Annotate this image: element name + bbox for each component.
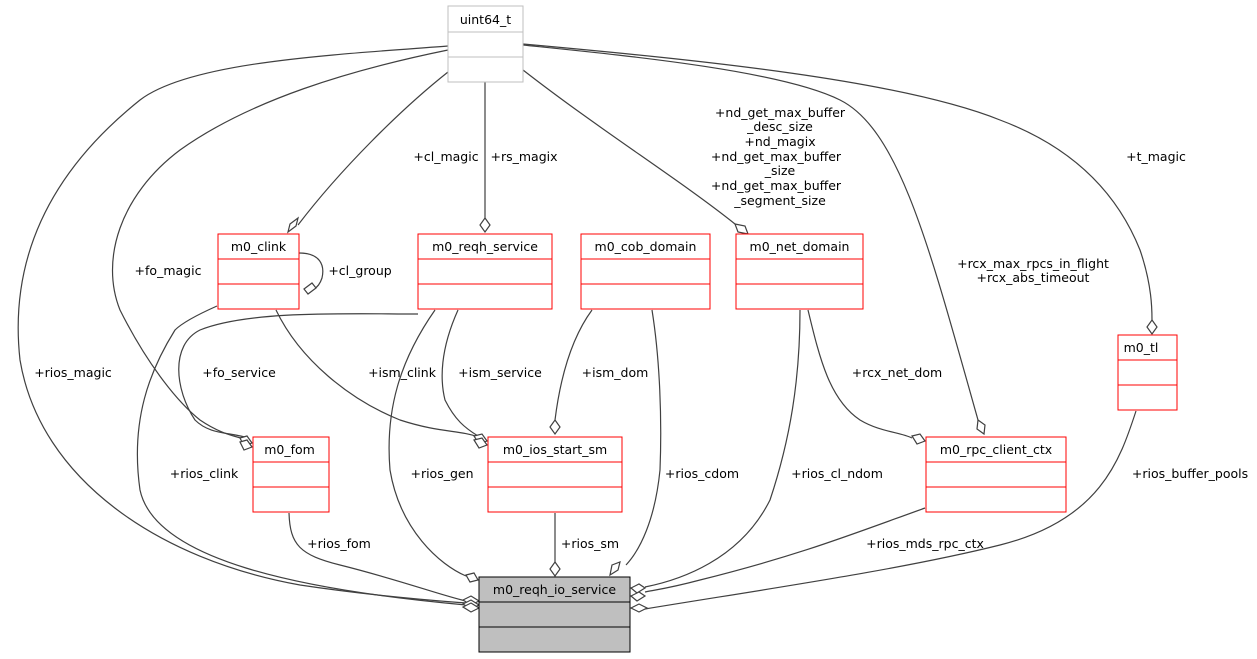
class-m0_clink[interactable]: m0_clink: [217, 233, 300, 310]
label-rios-clink: +rios_clink: [170, 466, 239, 481]
diamond-icon: [1146, 318, 1158, 336]
label-nd-line: _size: [764, 163, 796, 178]
diamond-icon: [911, 433, 926, 445]
class-name: uint64_t: [460, 12, 511, 27]
diamond-icon: [734, 223, 749, 235]
label-nd-line: _desc_size: [746, 119, 813, 134]
edge-rcx-net-dom: [807, 309, 913, 439]
edge-rios-buffer-pools: [644, 410, 1137, 610]
edge-rios-magic: [17, 45, 467, 604]
edges: [17, 43, 1153, 610]
class-name: m0_net_domain: [750, 239, 850, 254]
label-rios-cl-ndom: +rios_cl_ndom: [791, 466, 883, 481]
class-m0_tl[interactable]: m0_tl: [1117, 334, 1178, 411]
edge-rios-mds-rpc-ctx: [644, 507, 926, 593]
edge-ism-clink: [275, 309, 479, 438]
class-m0_cob_domain[interactable]: m0_cob_domain: [580, 233, 711, 310]
edge-fo-service: [178, 313, 419, 439]
diamond-icon: [629, 591, 647, 602]
label-ism-service: +ism_service: [458, 365, 542, 380]
label-rios-cdom: +rios_cdom: [665, 466, 739, 481]
label-fo-service: +fo_service: [202, 365, 276, 380]
diamond-icon: [239, 439, 253, 451]
label-fo-magic: +fo_magic: [135, 263, 202, 278]
diamond-icon: [629, 583, 647, 594]
class-m0_reqh_io_service[interactable]: m0_reqh_io_service: [478, 576, 631, 653]
diamond-icon: [549, 418, 561, 436]
edge-rios-gen: [388, 309, 467, 577]
edge-labels: +rios_magic +fo_magic +cl_magic +rs_magi…: [34, 105, 1248, 551]
label-rcx-line: +rcx_abs_timeout: [977, 270, 1090, 285]
diamond-icon: [473, 437, 488, 449]
edge-rios-fom: [288, 512, 467, 602]
edge-ism-service: [441, 309, 479, 437]
class-m0_net_domain[interactable]: m0_net_domain: [735, 233, 864, 310]
diamond-icon: [287, 216, 299, 234]
edge-ism-dom: [554, 309, 593, 421]
label-nd-line: +nd_get_max_buffer: [715, 105, 846, 120]
label-nd-line: +nd_get_max_buffer: [711, 178, 842, 193]
class-name: m0_reqh_service: [432, 239, 538, 254]
class-m0_fom[interactable]: m0_fom: [252, 436, 330, 513]
label-rios-mds-rpc-ctx: +rios_mds_rpc_ctx: [866, 536, 984, 551]
label-nd-line: +nd_magix: [744, 134, 815, 149]
diamond-icon: [479, 216, 491, 234]
diamond-icon: [629, 603, 649, 613]
label-rcx-net-dom: +rcx_net_dom: [852, 365, 942, 380]
label-rios-magic: +rios_magic: [34, 365, 112, 380]
edge-rios-cl-ndom: [644, 309, 801, 588]
label-rcx-line: +rcx_max_rpcs_in_flight: [957, 256, 1109, 271]
edge-fo-magic: [111, 49, 449, 442]
class-name: m0_fom: [264, 442, 315, 457]
label-rios-sm: +rios_sm: [561, 536, 619, 551]
edge-rios-cdom: [625, 309, 662, 566]
edge-cl-magic: [297, 71, 449, 226]
edge-rios-clink: [136, 305, 467, 606]
label-ism-dom: +ism_dom: [582, 365, 649, 380]
diamond-icon: [976, 418, 986, 436]
class-name: m0_tl: [1124, 340, 1159, 355]
label-rios-gen: +rios_gen: [410, 466, 473, 481]
label-nd-line: _segment_size: [733, 193, 826, 208]
class-name: m0_clink: [231, 239, 287, 254]
edge-nd: [522, 69, 736, 225]
label-t-magic: +t_magic: [1126, 149, 1186, 164]
aggregation-markers: [239, 216, 1158, 613]
class-name: m0_ios_start_sm: [503, 442, 607, 457]
label-rcx-fields: +rcx_max_rpcs_in_flight +rcx_abs_timeout: [957, 256, 1109, 285]
diamond-icon: [303, 282, 317, 295]
edge-rcx: [522, 44, 979, 421]
class-name: m0_cob_domain: [595, 239, 697, 254]
label-cl-group: +cl_group: [328, 263, 391, 278]
class-name: m0_reqh_io_service: [493, 582, 616, 597]
label-rios-buffer-pools: +rios_buffer_pools: [1132, 466, 1248, 481]
diamond-icon: [549, 560, 561, 578]
class-name: m0_rpc_client_ctx: [940, 442, 1052, 457]
diamond-icon: [465, 572, 479, 583]
class-m0_ios_start_sm[interactable]: m0_ios_start_sm: [487, 436, 623, 513]
label-rios-fom: +rios_fom: [307, 536, 371, 551]
label-nd-fields: +nd_get_max_buffer _desc_size +nd_magix …: [711, 105, 846, 208]
label-nd-line: +nd_get_max_buffer: [711, 149, 842, 164]
label-cl-magic: +cl_magic: [413, 149, 478, 164]
class-uint64_t[interactable]: uint64_t: [447, 5, 524, 83]
edge-t-magic: [522, 43, 1153, 321]
diamond-icon: [609, 561, 621, 577]
class-m0_rpc_client_ctx[interactable]: m0_rpc_client_ctx: [925, 436, 1067, 513]
class-m0_reqh_service[interactable]: m0_reqh_service: [417, 233, 553, 310]
label-ism-clink: +ism_clink: [368, 365, 437, 380]
label-rs-magix: +rs_magix: [490, 149, 557, 164]
